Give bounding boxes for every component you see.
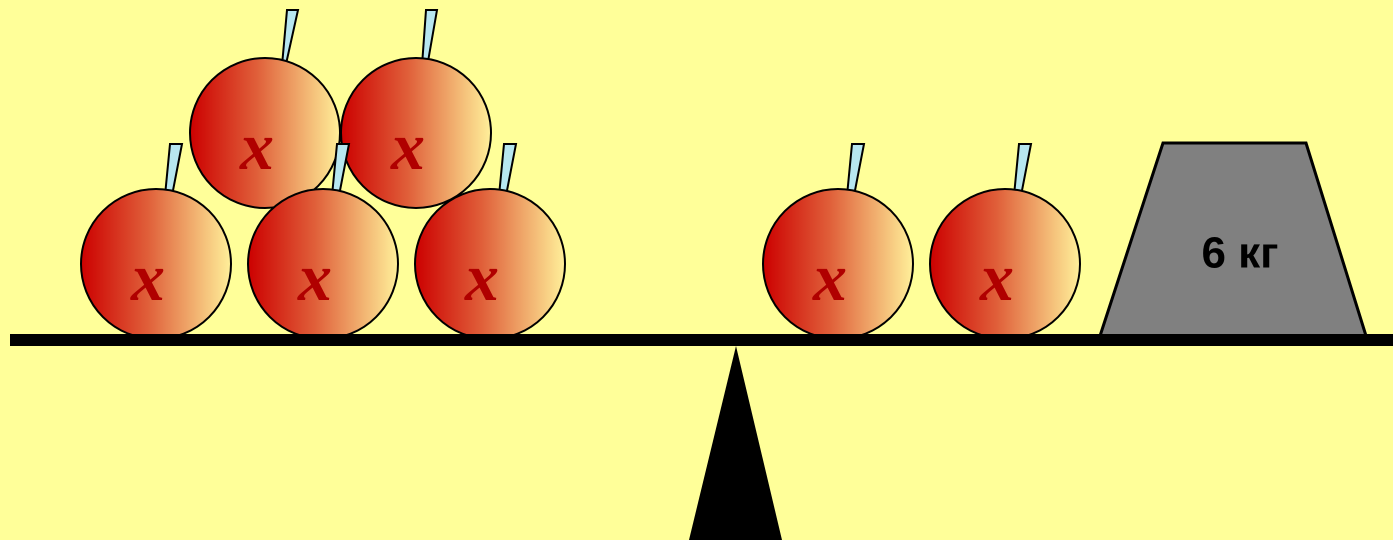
apple-label: x — [297, 239, 332, 315]
apple-label: x — [812, 239, 847, 315]
apple: x — [414, 143, 566, 340]
left-pan-apples: x x x x x — [80, 9, 566, 340]
apple: x — [80, 143, 232, 340]
apple-label: x — [130, 239, 165, 315]
apple-label: x — [979, 239, 1014, 315]
apple-body — [340, 57, 492, 209]
apple-label: x — [390, 108, 425, 184]
apple: x — [340, 9, 492, 209]
apple-label: x — [464, 239, 499, 315]
apple: x — [929, 143, 1081, 340]
apple: x — [189, 9, 341, 209]
weight-6kg: 6 кг — [1096, 141, 1370, 341]
weight-label: 6 кг — [1201, 229, 1278, 278]
right-pan-apples: x x — [762, 143, 1081, 340]
scale-beam — [10, 334, 1393, 346]
apple-label: x — [239, 108, 274, 184]
apple: x — [247, 143, 399, 340]
apple: x — [762, 143, 914, 340]
fulcrum — [689, 346, 782, 540]
